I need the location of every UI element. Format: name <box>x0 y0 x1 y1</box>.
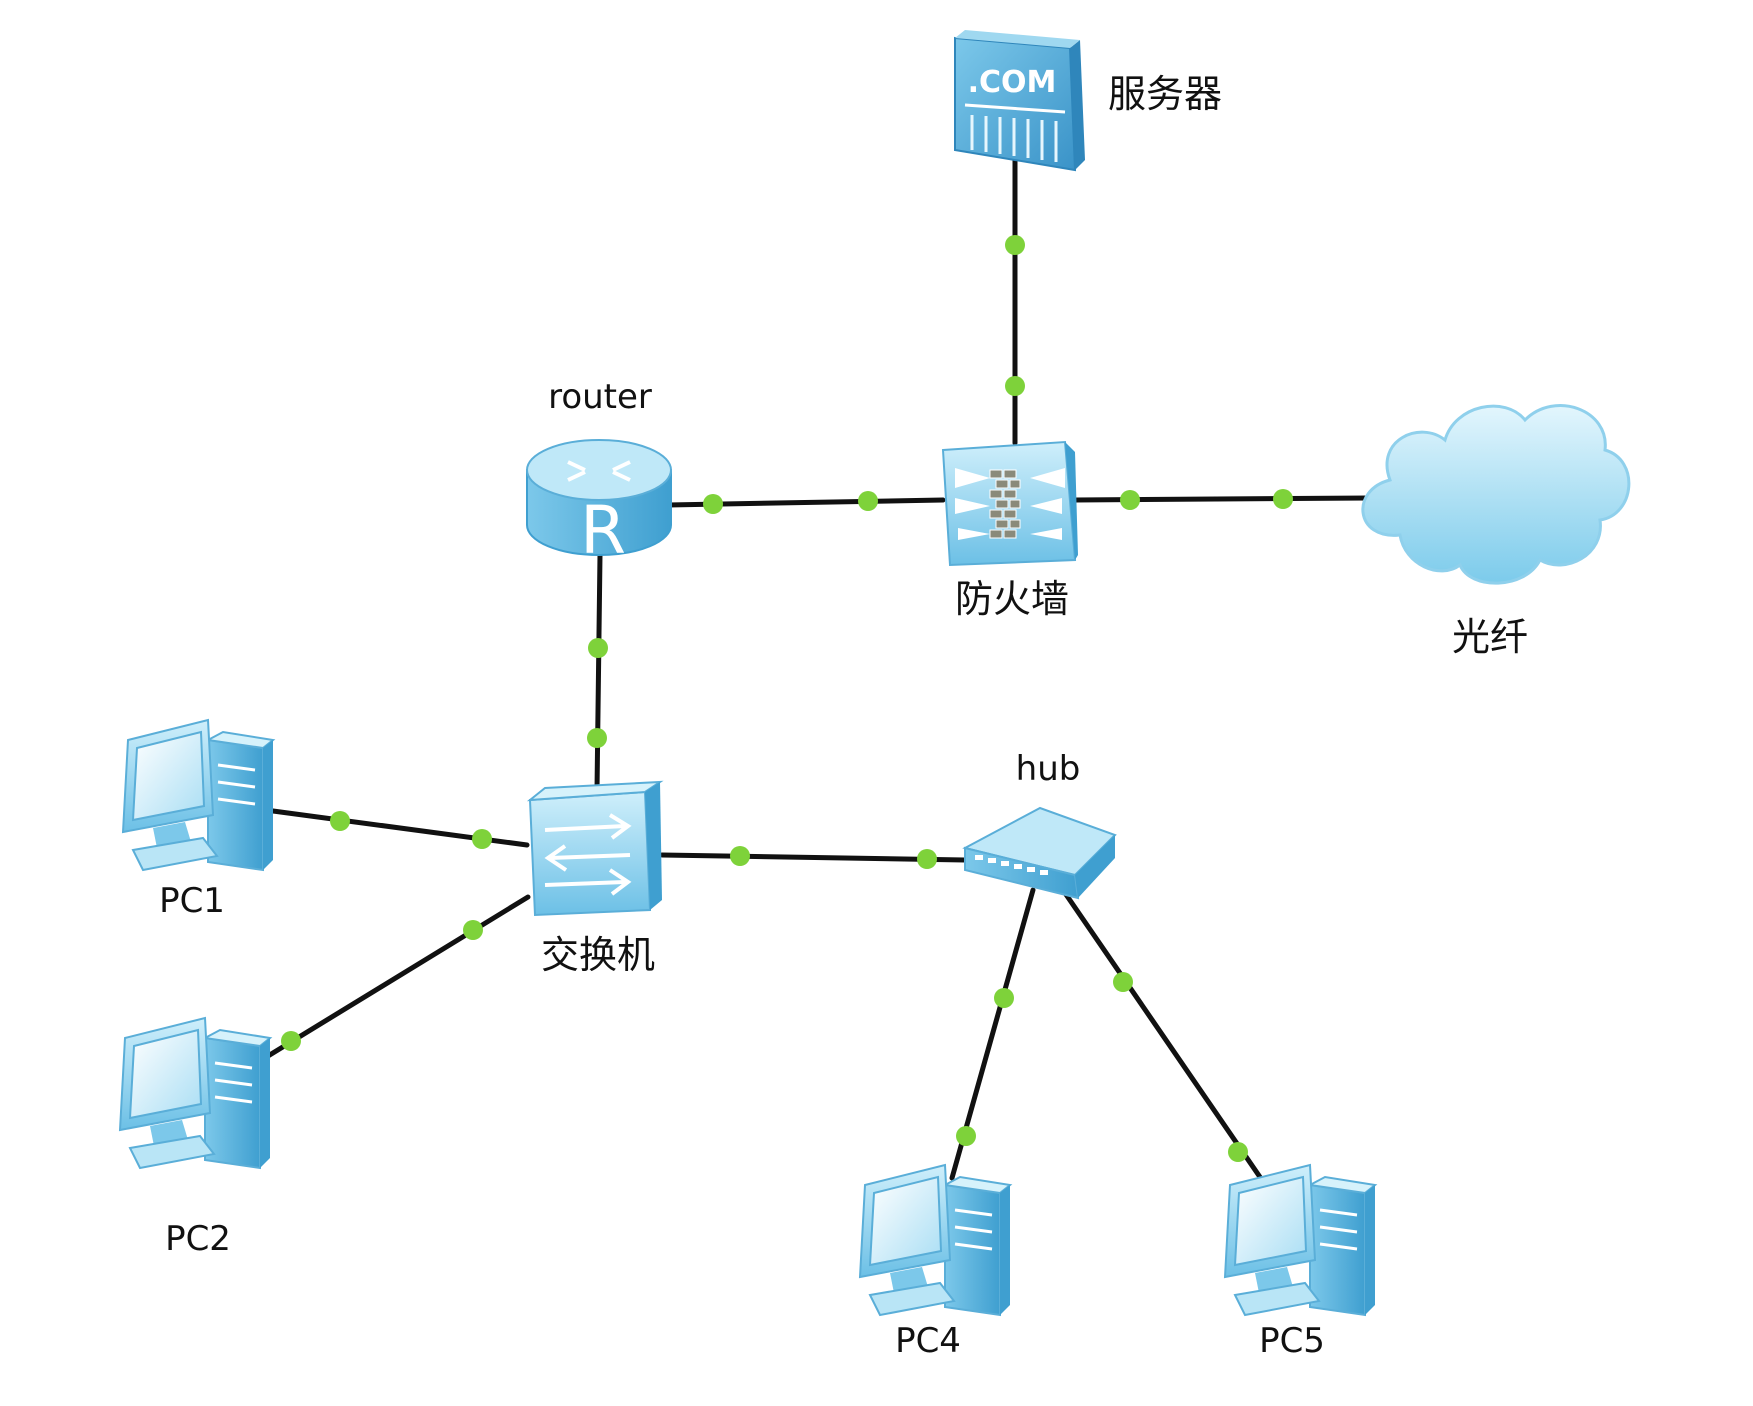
pc1-node[interactable]: PC1 <box>121 718 275 921</box>
port-dot <box>1005 376 1025 396</box>
cloud-icon <box>1361 404 1631 585</box>
link-pc2-switch[interactable] <box>265 894 531 1059</box>
port-dot <box>330 811 350 831</box>
pc-icon <box>1223 1163 1377 1317</box>
switch-icon <box>526 780 664 917</box>
server-label: 服务器 <box>1108 72 1222 116</box>
switch-label: 交换机 <box>541 933 655 977</box>
port-dot <box>956 1126 976 1146</box>
link-switch-hub[interactable] <box>659 852 968 863</box>
port-dots <box>281 235 1293 1162</box>
cloud-node[interactable]: 光纤 <box>1361 404 1631 659</box>
hub-node[interactable]: hub <box>962 749 1117 900</box>
pc-icon <box>121 718 275 872</box>
pc5-label: PC5 <box>1259 1321 1325 1361</box>
pc2-node[interactable]: PC2 <box>118 1016 272 1259</box>
cloud-label: 光纤 <box>1452 615 1528 659</box>
router-node[interactable]: router R <box>526 377 672 569</box>
server-node[interactable]: .COM 服务器 <box>954 30 1222 172</box>
port-dot <box>587 728 607 748</box>
pc-icon <box>118 1016 272 1170</box>
port-dot <box>463 920 483 940</box>
pc4-node[interactable]: PC4 <box>858 1163 1012 1361</box>
port-dot <box>588 638 608 658</box>
firewall-icon <box>941 440 1078 567</box>
port-dot <box>1120 490 1140 510</box>
link-router-switch[interactable] <box>594 552 603 793</box>
pc2-label: PC2 <box>165 1219 231 1259</box>
port-dot <box>730 846 750 866</box>
links <box>265 155 1373 1183</box>
switch-node[interactable]: 交换机 <box>526 780 664 977</box>
router-icon: R <box>526 439 672 569</box>
port-dot <box>1113 972 1133 992</box>
firewall-label: 防火墙 <box>955 577 1069 621</box>
server-badge: .COM <box>968 65 1057 100</box>
port-dot <box>858 491 878 511</box>
port-dot <box>281 1031 301 1051</box>
router-glyph: R <box>580 492 626 569</box>
link-firewall-cloud[interactable] <box>1072 495 1373 503</box>
port-dot <box>472 829 492 849</box>
hub-label: hub <box>1016 749 1081 789</box>
hub-icon <box>962 806 1117 900</box>
port-dot <box>1273 489 1293 509</box>
web-server-icon: .COM <box>954 30 1085 172</box>
port-dot <box>917 849 937 869</box>
router-label: router <box>548 377 652 417</box>
pc-icon <box>858 1163 1012 1317</box>
port-dot <box>994 988 1014 1008</box>
pc4-label: PC4 <box>895 1321 961 1361</box>
pc5-node[interactable]: PC5 <box>1223 1163 1377 1361</box>
port-dot <box>1228 1142 1248 1162</box>
link-hub-pc5[interactable] <box>1062 890 1265 1183</box>
firewall-node[interactable]: 防火墙 <box>941 440 1078 621</box>
port-dot <box>1005 235 1025 255</box>
port-dot <box>703 494 723 514</box>
pc1-label: PC1 <box>159 881 225 921</box>
